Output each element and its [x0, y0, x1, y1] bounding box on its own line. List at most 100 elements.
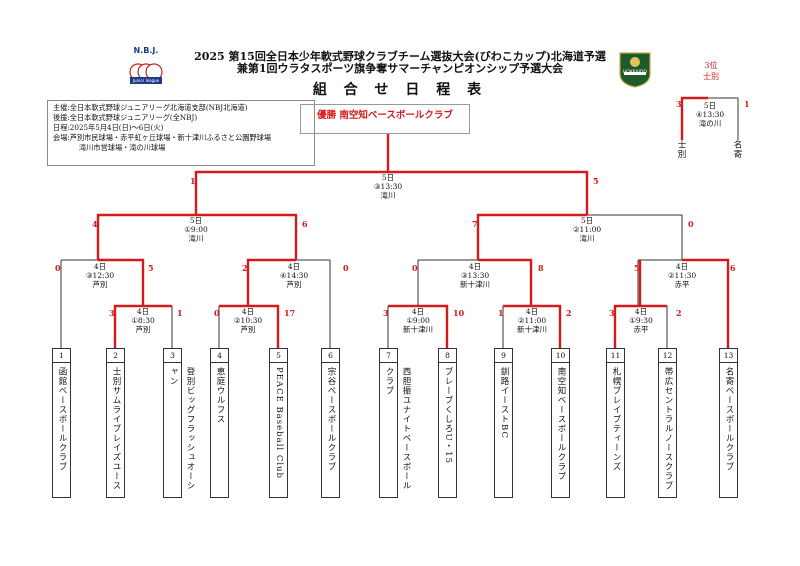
round1-match-c: 4日 ①9:00 新十津川: [388, 307, 448, 334]
team-name: 帯広セントラルノースクラブ: [663, 367, 673, 491]
score: 0: [214, 308, 220, 318]
score: 2: [566, 308, 572, 318]
score: 6: [302, 219, 308, 229]
team-number: 2: [107, 349, 124, 363]
score: 3: [109, 308, 115, 318]
match-venue: 赤平: [633, 325, 649, 334]
team-box-6: 6 宗谷ベースボールクラブ: [321, 348, 340, 498]
team-number: 8: [439, 349, 456, 363]
match-venue: 滝川: [579, 234, 595, 243]
team-number: 4: [211, 349, 228, 363]
team-number: 7: [380, 349, 397, 363]
final-score-right: 5: [593, 176, 599, 186]
match-venue: 赤平: [674, 280, 690, 289]
match-venue: 新十津川: [403, 325, 433, 334]
team-number: 6: [322, 349, 339, 363]
score: 5: [634, 263, 640, 273]
match-time: ③12:30: [85, 271, 115, 280]
team-name: 札幌ブレイブティーンズ: [611, 367, 621, 472]
match-venue: 芦別: [135, 325, 151, 334]
team-name: 士別サムライブレイズユース: [111, 367, 121, 491]
match-venue: 芦別: [286, 280, 302, 289]
team-number: 3: [164, 349, 181, 363]
final-match: 5日 ③13:30 滝川: [358, 173, 418, 200]
match-venue: 新十津川: [517, 325, 547, 334]
score: 3: [383, 308, 389, 318]
tournament-subtitle: 兼第1回ウラタスポーツ旗争奪サマーチャンピオンシップ予選大会: [236, 62, 564, 75]
match-venue: 芦別: [240, 325, 256, 334]
venues-text: 会場:芦別市民球場・赤平虹ヶ丘球場・新十津川ふるさと公園野球場: [53, 133, 272, 142]
match-day: 4日: [93, 262, 107, 271]
venues-text-2: 滝川市営球場・滝の川球場: [79, 143, 166, 152]
score: 0: [343, 263, 349, 273]
round2-match-d: 4日 ②11:30 赤平: [652, 262, 712, 289]
match-time: ②10:30: [233, 316, 263, 325]
match-day: 5日: [381, 173, 395, 182]
tournament-title: 2025 第15回全日本少年軟式野球クラブチーム選抜大会(びわこカップ)北海道予…: [194, 50, 606, 63]
match-day: 5日: [580, 216, 594, 225]
score: 6: [730, 263, 736, 273]
score: 3: [609, 308, 615, 318]
score: 0: [55, 263, 61, 273]
match-venue: 芦別: [92, 280, 108, 289]
round1-match-b: 4日 ②10:30 芦別: [218, 307, 278, 334]
match-time: ②11:00: [517, 316, 547, 325]
team-box-3: 3 登別ビッグフラッシュオーシャン: [163, 348, 195, 498]
team-number: 5: [270, 349, 287, 363]
team-box-12: 12 帯広セントラルノースクラブ: [658, 348, 677, 498]
team-name: 登別ビッグフラッシュオーシャン: [168, 367, 195, 491]
team-name: 函館ベースボールクラブ: [57, 367, 67, 472]
match-time: ①9:30: [629, 316, 653, 325]
match-time: ①9:00: [406, 316, 430, 325]
dates-text: 日程:2025年5月4日(日)～6日(火): [53, 123, 164, 132]
nbj-logo-text: N.B.J.: [133, 46, 159, 55]
match-time: ①8:30: [131, 316, 155, 325]
team-name: 釧路イーストBC: [499, 367, 509, 439]
match-day: 4日: [675, 262, 689, 271]
match-day: 5日: [189, 216, 203, 225]
score: 5: [148, 263, 154, 273]
round2-match-b: 4日 ④14:30 芦別: [264, 262, 324, 289]
third-place-team-left: 士別: [676, 140, 686, 159]
match-time: ①9:00: [184, 225, 208, 234]
hokkaido-logo-text: HOKKAIDO: [622, 70, 648, 75]
team-box-1: 1 函館ベースボールクラブ: [52, 348, 71, 498]
team-name: 恵庭ウルフス: [215, 367, 225, 424]
round1-match-a: 4日 ①8:30 芦別: [113, 307, 173, 334]
team-number: 12: [659, 349, 676, 363]
match-day: 4日: [468, 262, 482, 271]
score: 17: [284, 308, 296, 318]
match-day: 5日: [703, 101, 717, 110]
score: 4: [92, 219, 98, 229]
match-day: 4日: [287, 262, 301, 271]
team-name: 南空知ベースボールクラブ: [556, 367, 566, 481]
score: 0: [412, 263, 418, 273]
round2-match-a: 4日 ③12:30 芦別: [70, 262, 130, 289]
match-time: ③13:30: [373, 182, 403, 191]
match-time: ④13:30: [695, 110, 725, 119]
team-number: 1: [53, 349, 70, 363]
score: 1: [177, 308, 183, 318]
semifinal-b: 5日 ②11:00 滝川: [557, 216, 617, 243]
organizer-text: 主催:全日本軟式野球ジュニアリーグ北海道支部(NBJ北海道): [53, 103, 248, 112]
match-time: ②11:30: [667, 271, 697, 280]
team-name: 宗谷ベースボールクラブ: [326, 367, 336, 472]
team-name: PEACE Baseball Club: [274, 367, 284, 479]
match-time: ④14:30: [279, 271, 309, 280]
match-venue: 滝川: [188, 234, 204, 243]
match-day: 4日: [411, 307, 425, 316]
champion-banner: 優勝 南空知ベースボールクラブ: [300, 104, 470, 134]
match-day: 4日: [241, 307, 255, 316]
team-box-4: 4 恵庭ウルフス: [210, 348, 229, 498]
team-number: 13: [720, 349, 737, 363]
match-day: 4日: [525, 307, 539, 316]
third-place-match: 5日 ④13:30 滝の川: [680, 101, 740, 128]
